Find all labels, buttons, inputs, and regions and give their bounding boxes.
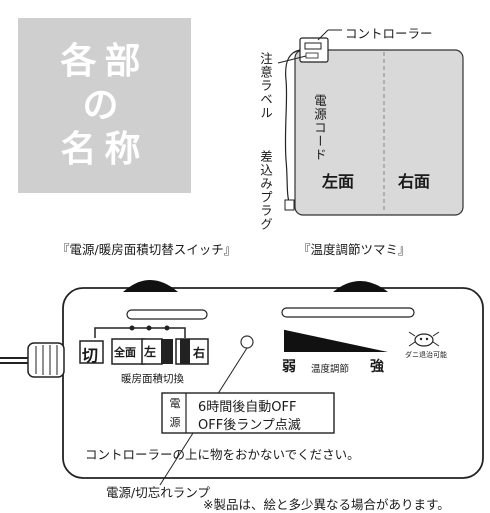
switch-off-label: 切 <box>82 346 99 365</box>
switch-full-box <box>111 338 145 365</box>
mite-caption: ダニ退治可能 <box>405 351 447 359</box>
plug-label: 差込みプラグ <box>258 150 273 231</box>
cord-label: 電源コード <box>312 94 327 162</box>
title-line-3: 名称 <box>60 129 149 170</box>
auto-off-line-2: OFF後ランプ点滅 <box>198 418 301 433</box>
mini-controller <box>299 37 329 63</box>
warning-text: コントローラーの上に物をおかないでください。 <box>85 447 360 462</box>
title-box: 各部 の 名称 <box>18 18 191 193</box>
power-box-title: 電源 <box>169 397 181 429</box>
blanket-shape <box>294 49 464 216</box>
temp-knob-label: 『温度調節ツマミ』 <box>298 242 411 257</box>
title-line-2: の <box>82 85 127 126</box>
lamp-label: 電源/切忘れランプ <box>106 485 210 500</box>
caution-label: 注意ラベル <box>258 52 273 120</box>
power-switch-top <box>123 280 178 292</box>
right-side-label: 右面 <box>398 172 431 191</box>
temp-weak-label: 弱 <box>282 359 296 375</box>
disclaimer: ※製品は、絵と多少異なる場合があります。 <box>203 497 450 512</box>
switch-full-label: 全面 <box>114 346 136 359</box>
area-switch-caption: 暖房面積切換 <box>121 373 184 385</box>
temp-knob-top <box>333 281 388 292</box>
temp-strong-label: 強 <box>370 359 384 375</box>
power-lamp <box>240 335 254 349</box>
auto-off-line-1: 6時間後自動OFF <box>198 400 297 415</box>
mite-icon <box>408 331 440 347</box>
controller-label: コントローラー <box>345 26 433 41</box>
switch-off-box <box>79 340 104 364</box>
power-switch-label: 『電源/暖房面積切替スイッチ』 <box>57 242 237 257</box>
mini-cord <box>284 49 301 206</box>
auto-off-box <box>161 392 335 434</box>
left-side-label: 左面 <box>322 172 355 191</box>
title-line-1: 各部 <box>60 41 149 82</box>
switch-right-label: 右 <box>193 346 206 360</box>
switch-left-label: 左 <box>144 345 157 359</box>
cord-bushing <box>27 342 65 378</box>
temp-caption: 温度調節 <box>311 364 350 375</box>
